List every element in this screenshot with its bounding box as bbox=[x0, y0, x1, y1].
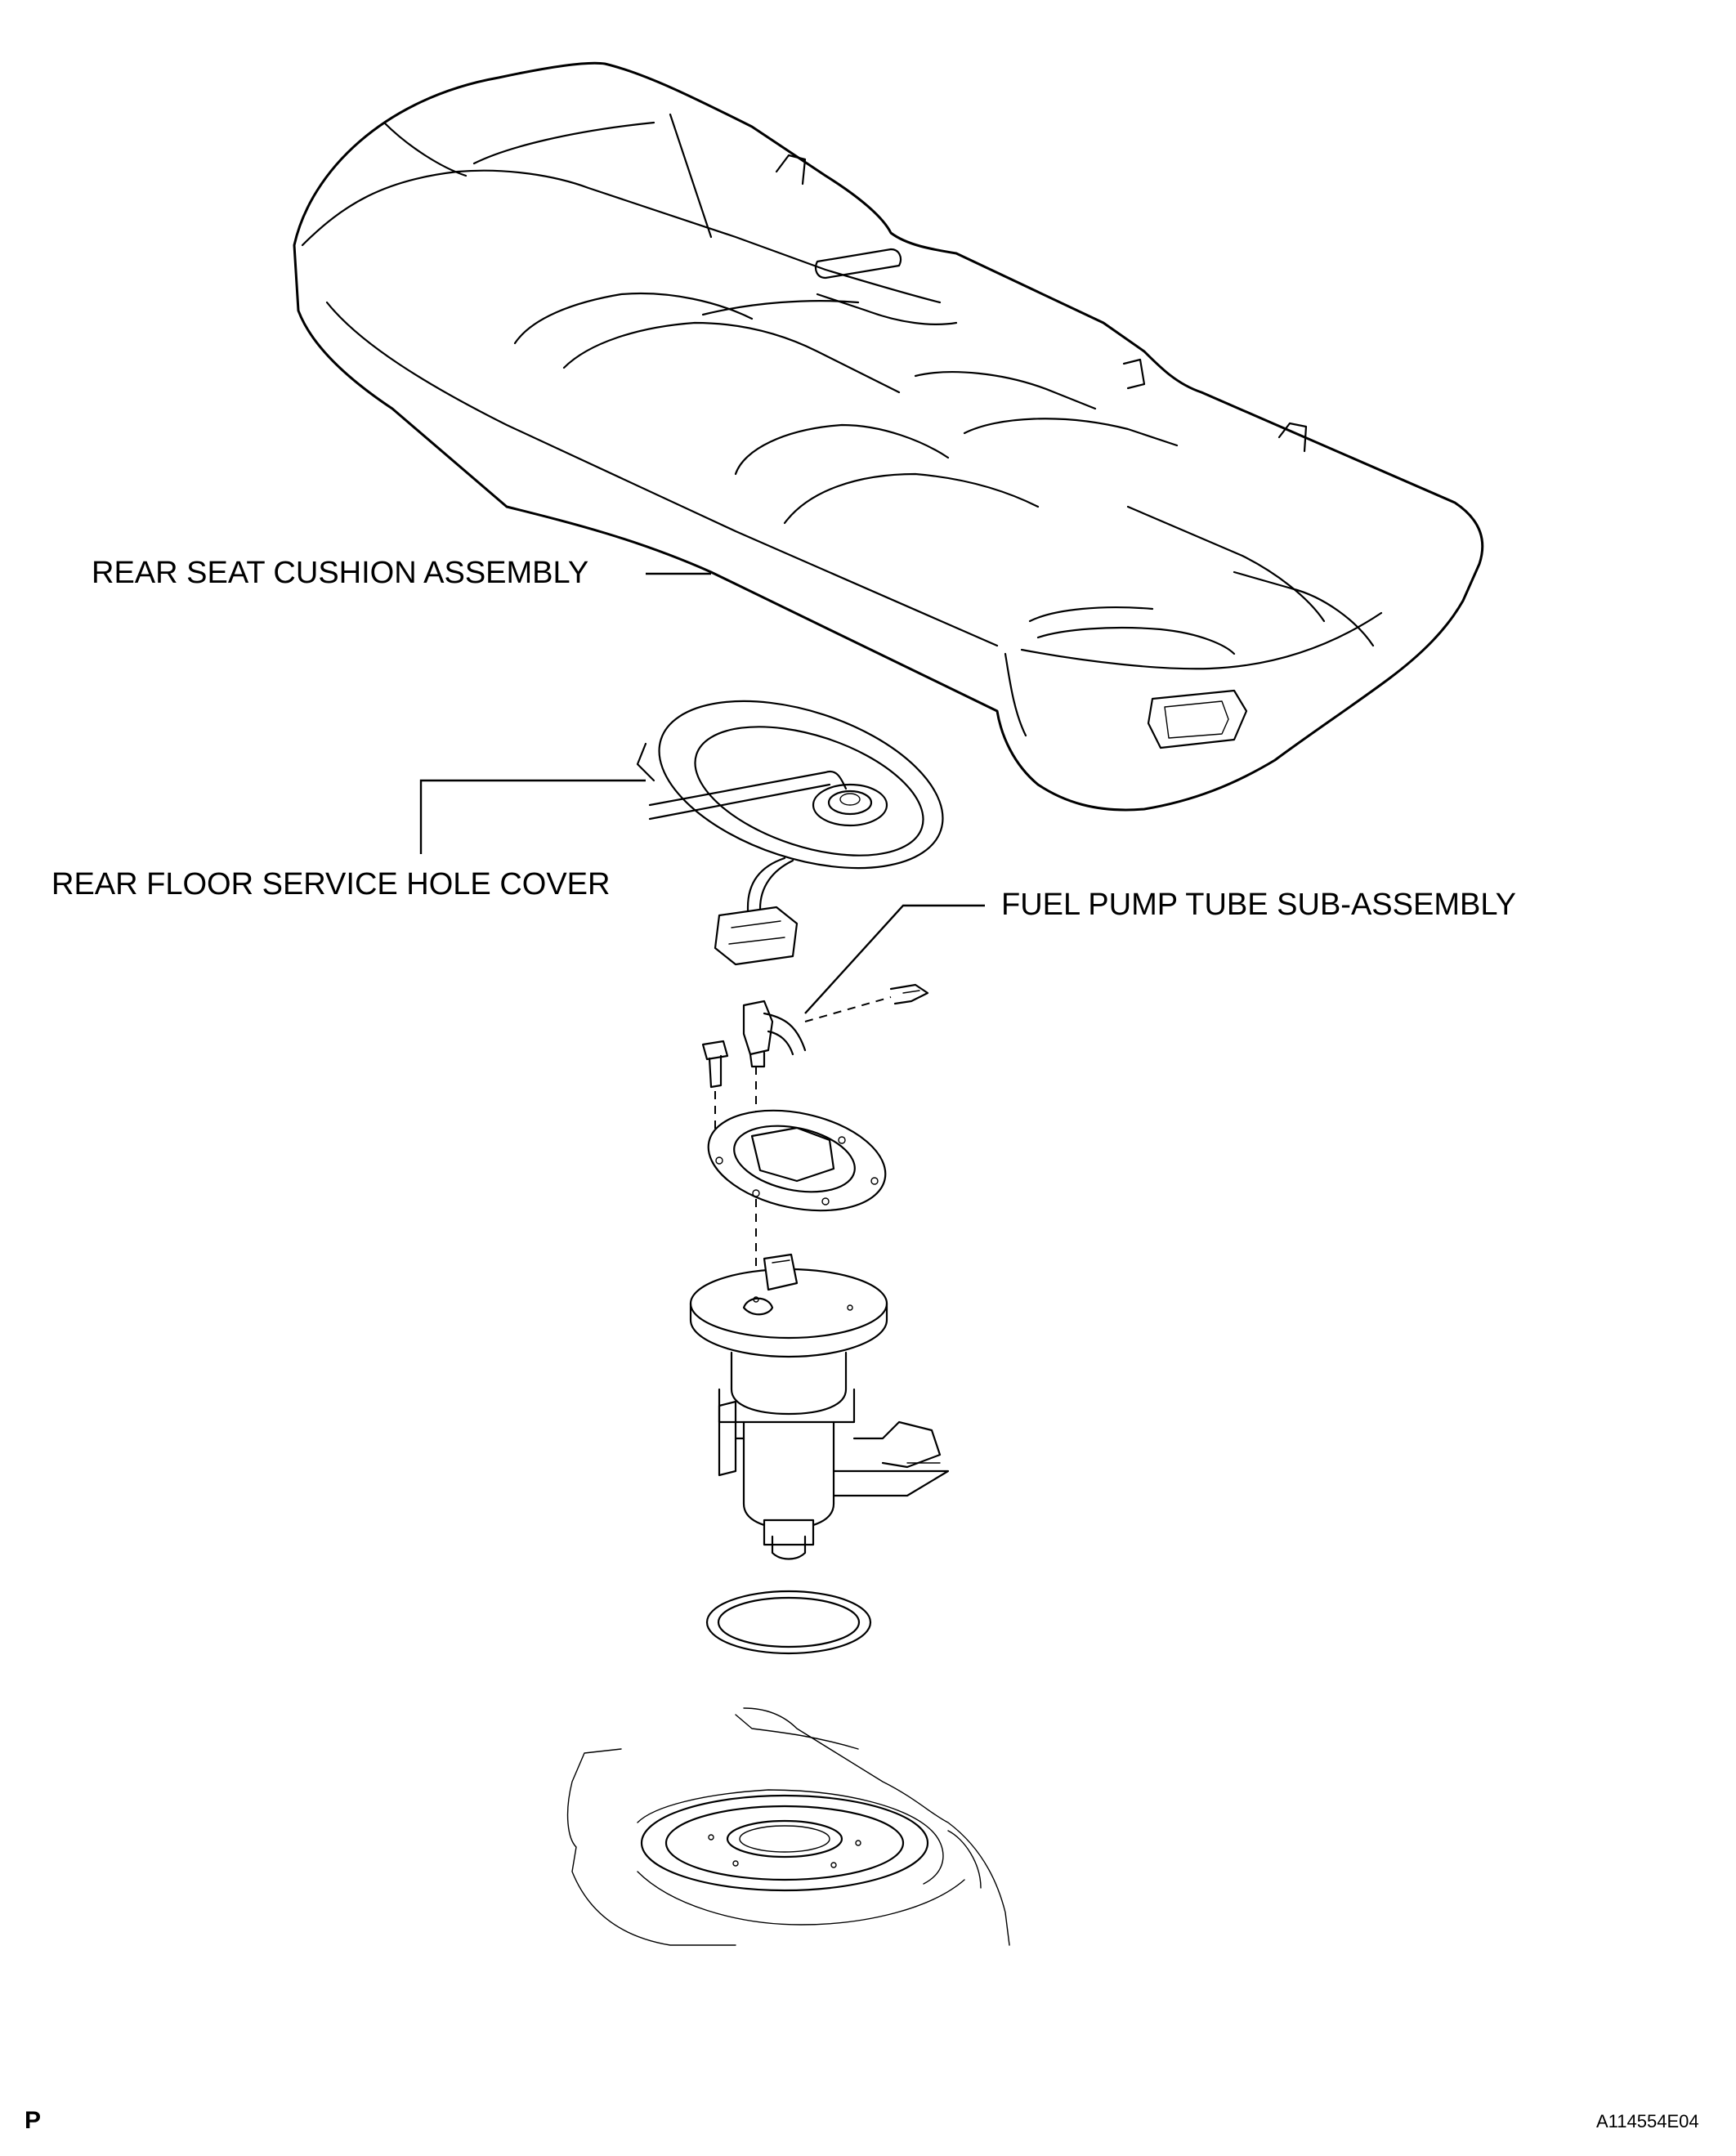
fuel-pump-tube-drawing bbox=[742, 983, 929, 1068]
retainer-plate-drawing bbox=[707, 1109, 887, 1212]
fuel-pump-tube-label: FUEL PUMP TUBE SUB-ASSEMBLY bbox=[1001, 888, 1516, 922]
cover-leader-line bbox=[419, 779, 646, 854]
tube-leader-line bbox=[804, 904, 985, 1014]
seat-cushion-label: REAR SEAT CUSHION ASSEMBLY bbox=[92, 556, 589, 590]
service-hole-cover-drawing bbox=[636, 700, 944, 966]
figure-code: A114554E04 bbox=[1596, 2111, 1699, 2131]
gasket-drawing bbox=[705, 1590, 872, 1655]
fuel-tank-drawing bbox=[566, 1707, 1010, 1946]
service-hole-cover-label: REAR FLOOR SERVICE HOLE COVER bbox=[51, 867, 611, 901]
screw-drawing bbox=[701, 1040, 729, 1140]
page-mark: P bbox=[25, 2107, 42, 2134]
rear-seat-cushion-drawing bbox=[293, 61, 1484, 812]
fuel-pump-assembly-drawing bbox=[689, 1253, 950, 1560]
